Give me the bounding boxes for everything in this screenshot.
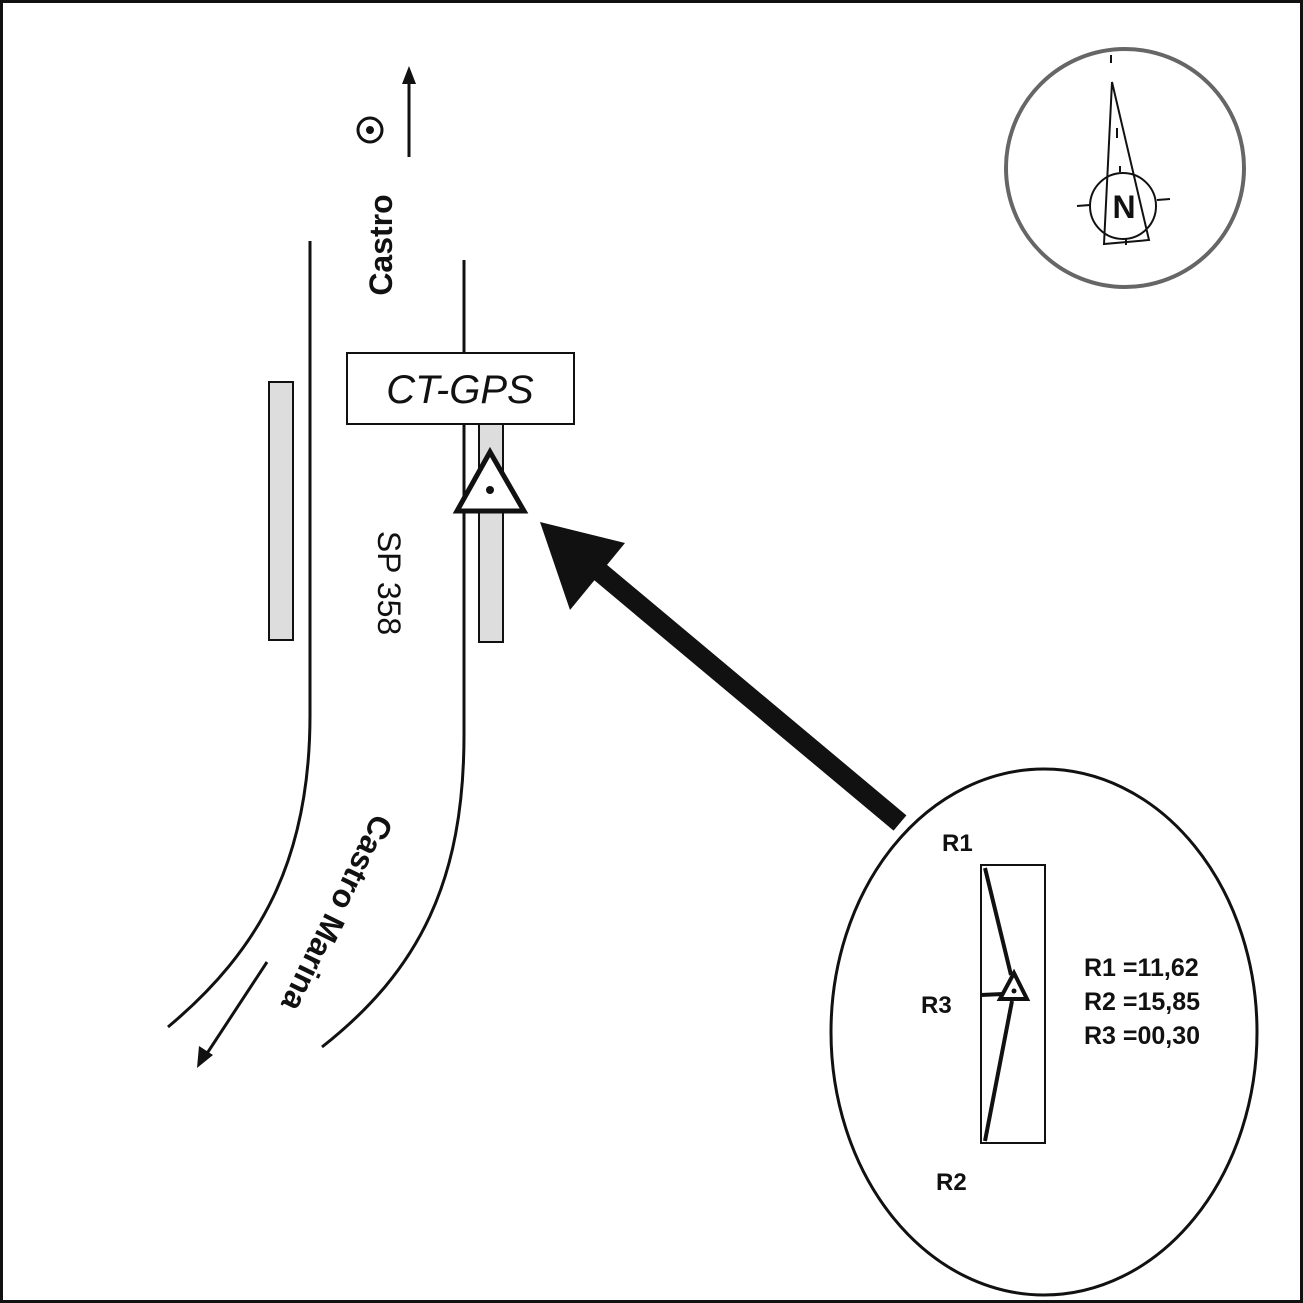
castro-location-dot bbox=[366, 126, 374, 134]
inset-pillar-rect bbox=[980, 864, 1046, 1144]
ref-label-r3: R3 bbox=[921, 992, 952, 1019]
station-label: CT-GPS bbox=[386, 368, 534, 412]
sidewalk-west bbox=[268, 381, 294, 641]
gps-station-triangle-icon bbox=[452, 446, 529, 514]
south-direction-arrow-icon bbox=[202, 961, 269, 1059]
pointer-arrowhead-icon bbox=[540, 522, 625, 610]
compass-ring bbox=[1004, 47, 1246, 289]
castro-location-icon bbox=[356, 116, 384, 144]
inset-station-triangle-icon bbox=[996, 968, 1031, 1001]
road-name-label: SP 358 bbox=[371, 531, 407, 635]
station-center-dot bbox=[486, 486, 494, 494]
r1-line bbox=[983, 867, 1013, 976]
arrowhead-icon bbox=[197, 1046, 213, 1068]
measurement-r3: R3 =00,30 bbox=[1084, 1022, 1200, 1050]
arrowhead-icon bbox=[402, 66, 416, 84]
r2-line bbox=[983, 1000, 1014, 1142]
castro-label: Castro bbox=[363, 194, 399, 295]
compass-n-label: N bbox=[1112, 189, 1135, 225]
r3-line bbox=[980, 992, 1004, 997]
road-east-edge bbox=[321, 260, 466, 1049]
ref-label-r1: R1 bbox=[942, 830, 973, 857]
inset-station-dot bbox=[1011, 988, 1017, 994]
measurement-r1: R1 =11,62 bbox=[1084, 954, 1199, 982]
pointer-arrow-icon bbox=[593, 564, 907, 831]
station-label-box bbox=[346, 352, 575, 425]
road-west-edge bbox=[167, 241, 312, 1029]
ref-label-r2: R2 bbox=[936, 1169, 967, 1196]
north-compass-icon: N bbox=[1004, 47, 1246, 289]
measurement-r2: R2 =15,85 bbox=[1084, 988, 1200, 1016]
